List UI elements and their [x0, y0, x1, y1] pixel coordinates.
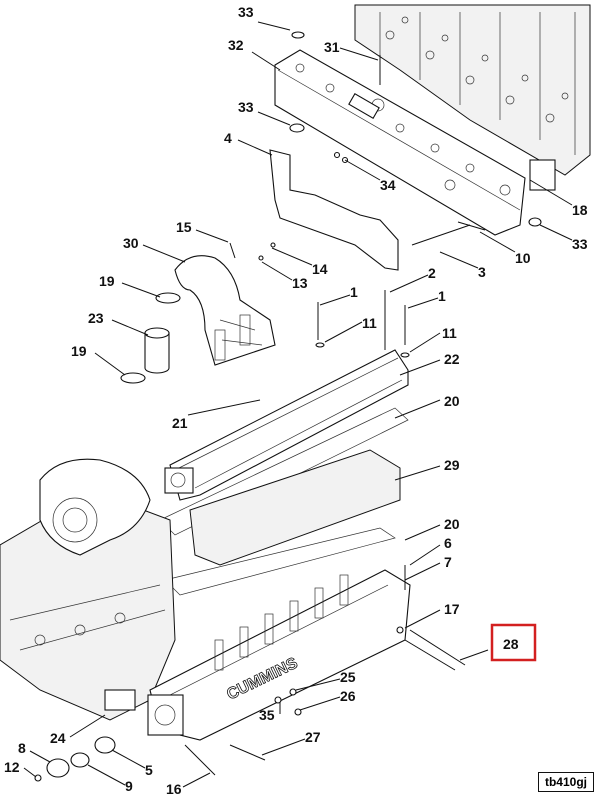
washer-11-right [400, 352, 410, 358]
capscrew-14 [270, 242, 276, 248]
callout-31: 31 [324, 39, 340, 55]
hose-23 [144, 332, 170, 374]
callout-4: 4 [224, 130, 232, 146]
clamp-19-bottom [120, 372, 146, 384]
capscrew-3 [411, 224, 471, 246]
callout-20-lower: 20 [444, 516, 460, 532]
cover-8 [46, 758, 70, 778]
capscrew-16 [184, 744, 216, 776]
callout-29: 29 [444, 457, 460, 473]
capscrew-28b [404, 639, 456, 671]
callout-15: 15 [176, 219, 192, 235]
plug-35 [274, 696, 282, 704]
callout-2: 2 [428, 265, 436, 281]
reference-code-label: tb410gj [537, 772, 594, 792]
callout-24: 24 [50, 730, 66, 746]
plug-34a [333, 151, 341, 159]
plug-13 [258, 255, 264, 261]
washer-17 [396, 626, 404, 634]
callout-6: 6 [444, 535, 452, 551]
callout-21: 21 [172, 415, 188, 431]
callout-5: 5 [145, 762, 153, 778]
callout-19-bottom: 19 [71, 343, 87, 359]
callout-33-right: 33 [572, 236, 588, 252]
heat-shield [269, 149, 399, 271]
gasket-18 [529, 159, 556, 191]
callout-1-left: 1 [350, 284, 358, 300]
gasket-20-lower [164, 527, 396, 596]
washer-11-left [315, 342, 325, 348]
capscrew-15 [229, 242, 236, 259]
callout-10: 10 [515, 250, 531, 266]
callout-13: 13 [292, 275, 308, 291]
water-manifold [274, 49, 526, 236]
callout-27: 27 [305, 729, 321, 745]
callout-1-right: 1 [438, 288, 446, 304]
o-ring-33-right [528, 217, 542, 227]
plug-25 [289, 688, 297, 696]
air-intake-connection [174, 255, 276, 366]
callout-34: 34 [380, 177, 396, 193]
callout-16: 16 [166, 781, 182, 797]
gasket-24 [104, 689, 136, 711]
callout-26: 26 [340, 688, 356, 704]
intake-manifold-lower: CUMMINS [147, 569, 411, 741]
callout-7: 7 [444, 554, 452, 570]
callout-23: 23 [88, 310, 104, 326]
callout-33-top: 33 [238, 4, 254, 20]
engine-block-outline [0, 458, 176, 721]
callout-19-top: 19 [99, 273, 115, 289]
intake-manifold-cover [164, 349, 409, 501]
o-ring-9 [70, 752, 90, 768]
callout-33-mid: 33 [238, 99, 254, 115]
seal-5 [94, 736, 116, 754]
callout-11-right: 11 [442, 325, 457, 341]
cylinder-head-assembly [354, 4, 591, 176]
plug-33-top [291, 31, 305, 39]
air-heater [189, 449, 401, 566]
callout-9: 9 [125, 778, 133, 794]
callout-30: 30 [123, 235, 139, 251]
callout-22: 22 [444, 351, 460, 367]
callout-28: 28 [503, 636, 519, 652]
callout-17: 17 [444, 601, 460, 617]
o-ring-33-left [289, 123, 305, 133]
callout-12: 12 [4, 759, 20, 775]
callout-18: 18 [572, 202, 588, 218]
callout-20-upper: 20 [444, 393, 460, 409]
callout-28-highlight-box [490, 623, 537, 662]
callout-35: 35 [259, 707, 275, 723]
callout-32: 32 [228, 37, 244, 53]
callout-labels: 33 32 31 33 4 34 18 33 10 3 15 30 14 13 … [4, 4, 588, 797]
leader-lines [23, 21, 573, 788]
capscrew-28a [409, 629, 466, 666]
clamp-19-top [155, 292, 181, 304]
callout-14: 14 [312, 261, 328, 277]
callout-25: 25 [340, 669, 356, 685]
callout-8: 8 [18, 740, 26, 756]
capscrew-27 [229, 744, 266, 761]
plug-10 [457, 221, 486, 231]
callout-3: 3 [478, 264, 486, 280]
plug-26 [294, 708, 302, 716]
capscrew-12 [34, 774, 42, 782]
callout-11-left: 11 [362, 315, 377, 331]
